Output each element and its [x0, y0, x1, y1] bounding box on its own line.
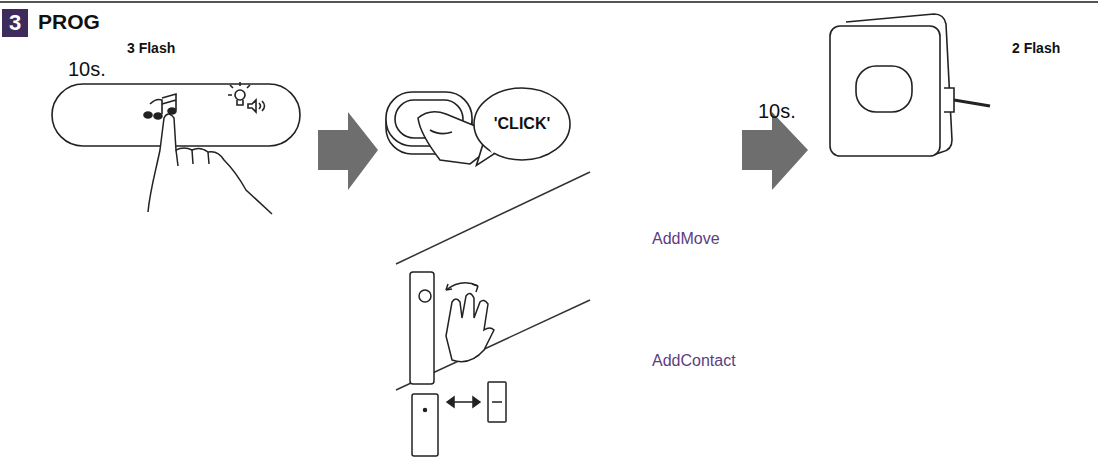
flash-note: 3 Flash	[127, 40, 175, 56]
hand	[148, 114, 272, 214]
node-text: 'CLICK'	[494, 115, 551, 133]
device-name: AddMove	[652, 230, 720, 248]
step-arrow	[318, 112, 378, 190]
duration-label: 10s.	[758, 100, 796, 123]
receiver-unit	[830, 14, 990, 156]
step-title: PROG	[38, 10, 100, 34]
top-rule	[0, 1, 1098, 3]
device-name: AddContact	[652, 352, 736, 370]
speech-bubble: 'CLICK'	[472, 86, 572, 162]
node-text: 3	[9, 10, 21, 36]
divider-line	[396, 172, 590, 264]
step-number: 3	[2, 9, 28, 37]
receiver-panel	[52, 82, 300, 146]
step-arrow	[742, 112, 808, 190]
duration-label: 10s.	[68, 58, 106, 81]
flash-note: 2 Flash	[1012, 40, 1060, 56]
bubble-body	[474, 88, 570, 160]
bubble-join	[487, 142, 494, 153]
contact-sensor	[412, 382, 506, 456]
motion-sensor	[410, 272, 494, 384]
